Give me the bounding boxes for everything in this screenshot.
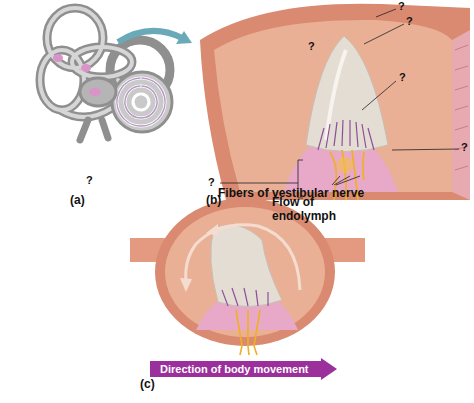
panel-letter: (a): [70, 194, 85, 208]
zoom-arrow: [118, 31, 182, 42]
callout-mark: ?: [208, 176, 215, 189]
movement-arrow: Direction of body movement: [150, 358, 337, 380]
callout-mark: ?: [86, 174, 93, 187]
callout-mark: ?: [399, 71, 406, 84]
arrow-fill: [150, 358, 337, 380]
arrow-text: Direction of body movement: [150, 358, 309, 380]
callout-mark: ?: [398, 0, 405, 13]
labyrinth: [40, 8, 172, 140]
callout-mark: ?: [461, 141, 468, 154]
panel-letter: (b): [206, 194, 221, 208]
ampulla-cutaway: [200, 4, 470, 200]
part-label: Flow of endolymph: [272, 196, 342, 224]
panel-letter: (c): [140, 378, 155, 392]
callout-mark: ?: [406, 15, 413, 28]
zoom-arrowhead: [176, 31, 192, 44]
callout-mark: ?: [308, 40, 315, 53]
